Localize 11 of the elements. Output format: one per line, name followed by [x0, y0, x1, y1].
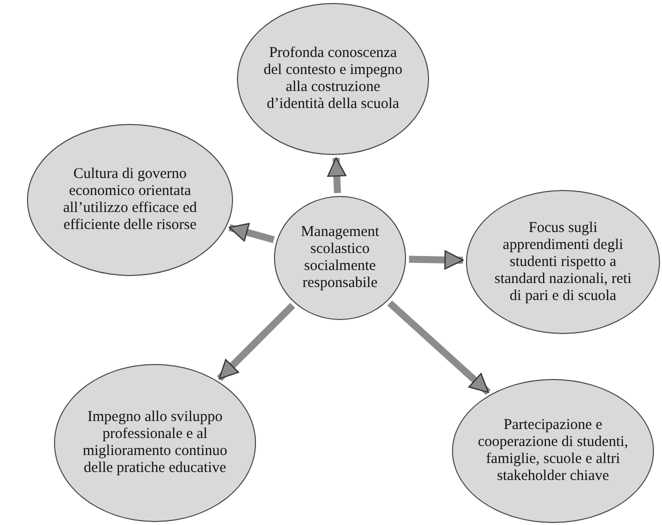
arrow [327, 157, 346, 194]
node-text: Impegno allo sviluppo professionale e al miglioramento continuo delle pratiche educative [82, 409, 228, 477]
node-text: Partecipazione e cooperazione di studenti, famiglie, scuole e altri stakeholder chiave [476, 417, 630, 485]
node-text: Profonda conoscenza del contesto e impegno alla costruzione d’identità della scuola [263, 45, 403, 113]
node-text: Cultura di governo economico orientata all’utilizzo efficace ed efficiente delle risorse [62, 166, 198, 234]
node-text: Focus sugli apprendimenti degli studenti rispetto a standard nazionali, reti di pari e di scuola [493, 220, 633, 304]
arrow [387, 300, 491, 395]
arrow [216, 302, 296, 382]
node-text: Management scolastico socialmente responsabile [300, 224, 380, 292]
arrow [228, 222, 275, 244]
arrow [408, 250, 464, 270]
